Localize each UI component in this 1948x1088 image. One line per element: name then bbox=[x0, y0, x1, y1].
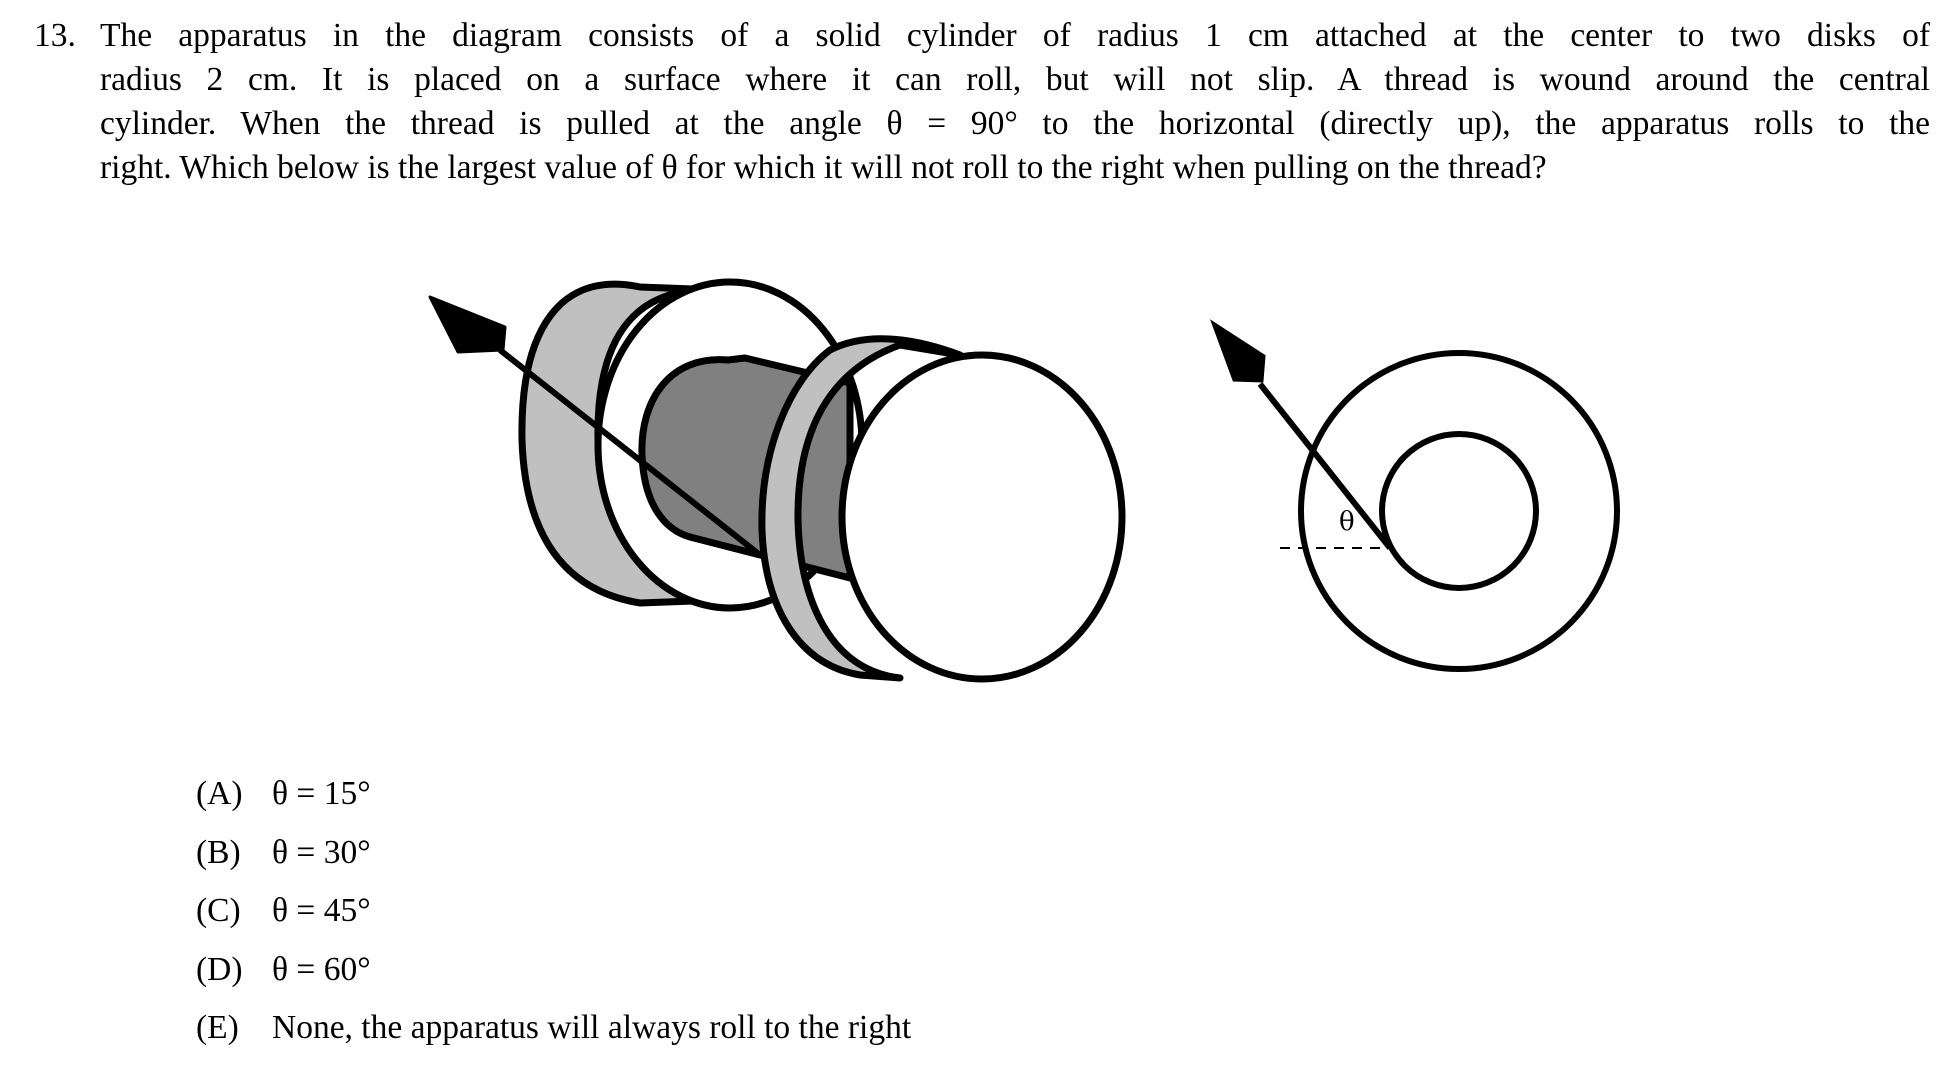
choice-text: θ = 60° bbox=[272, 950, 371, 988]
question-line: The apparatus in the diagram consists of… bbox=[100, 17, 1930, 54]
choice-label: (E) bbox=[196, 1009, 239, 1046]
front-disk-rim bbox=[758, 335, 964, 682]
choice-label: (D) bbox=[196, 950, 243, 988]
front-disk-face bbox=[838, 351, 1126, 683]
choice-text: θ = 45° bbox=[272, 892, 371, 929]
arrow-head-icon bbox=[1210, 319, 1266, 383]
choice-text: θ = 15° bbox=[272, 775, 371, 812]
question-line: radius 2 cm. It is placed on a surface w… bbox=[100, 61, 1930, 98]
choice-e[interactable]: (E) None, the apparatus will always roll … bbox=[196, 999, 911, 1058]
choice-a[interactable]: (A) θ = 15° bbox=[196, 765, 911, 824]
question-number: 13. bbox=[34, 17, 76, 54]
choice-b[interactable]: (B) θ = 30° bbox=[196, 824, 911, 883]
thread-side bbox=[1257, 382, 1393, 550]
choice-label: (A) bbox=[196, 775, 243, 812]
back-disk-rim bbox=[518, 280, 724, 607]
outer-disk-circle bbox=[1298, 350, 1620, 672]
choice-label: (B) bbox=[196, 833, 241, 871]
spool-side-view bbox=[1210, 319, 1620, 672]
thread bbox=[498, 347, 762, 558]
question-line: right. Which below is the largest value … bbox=[100, 149, 1547, 186]
choice-d[interactable]: (D) θ = 60° bbox=[196, 941, 911, 1000]
arrow-head-icon bbox=[428, 295, 507, 354]
question-line: cylinder. When the thread is pulled at t… bbox=[100, 105, 1930, 142]
answer-choices: (A) θ = 15° (B) θ = 30° (C) θ = 45° (D) θ = … bbox=[196, 765, 911, 1058]
spool-3d-diagram bbox=[428, 278, 1126, 683]
question-text: The apparatus in the diagram consists of… bbox=[100, 14, 1930, 190]
choice-c[interactable]: (C) θ = 45° bbox=[196, 882, 911, 941]
inner-cylinder-circle bbox=[1379, 431, 1539, 591]
choice-text: None, the apparatus will always roll to … bbox=[272, 1009, 912, 1046]
choice-label: (C) bbox=[196, 892, 241, 929]
theta-label: θ bbox=[1339, 507, 1355, 537]
choice-text: θ = 30° bbox=[272, 833, 371, 871]
